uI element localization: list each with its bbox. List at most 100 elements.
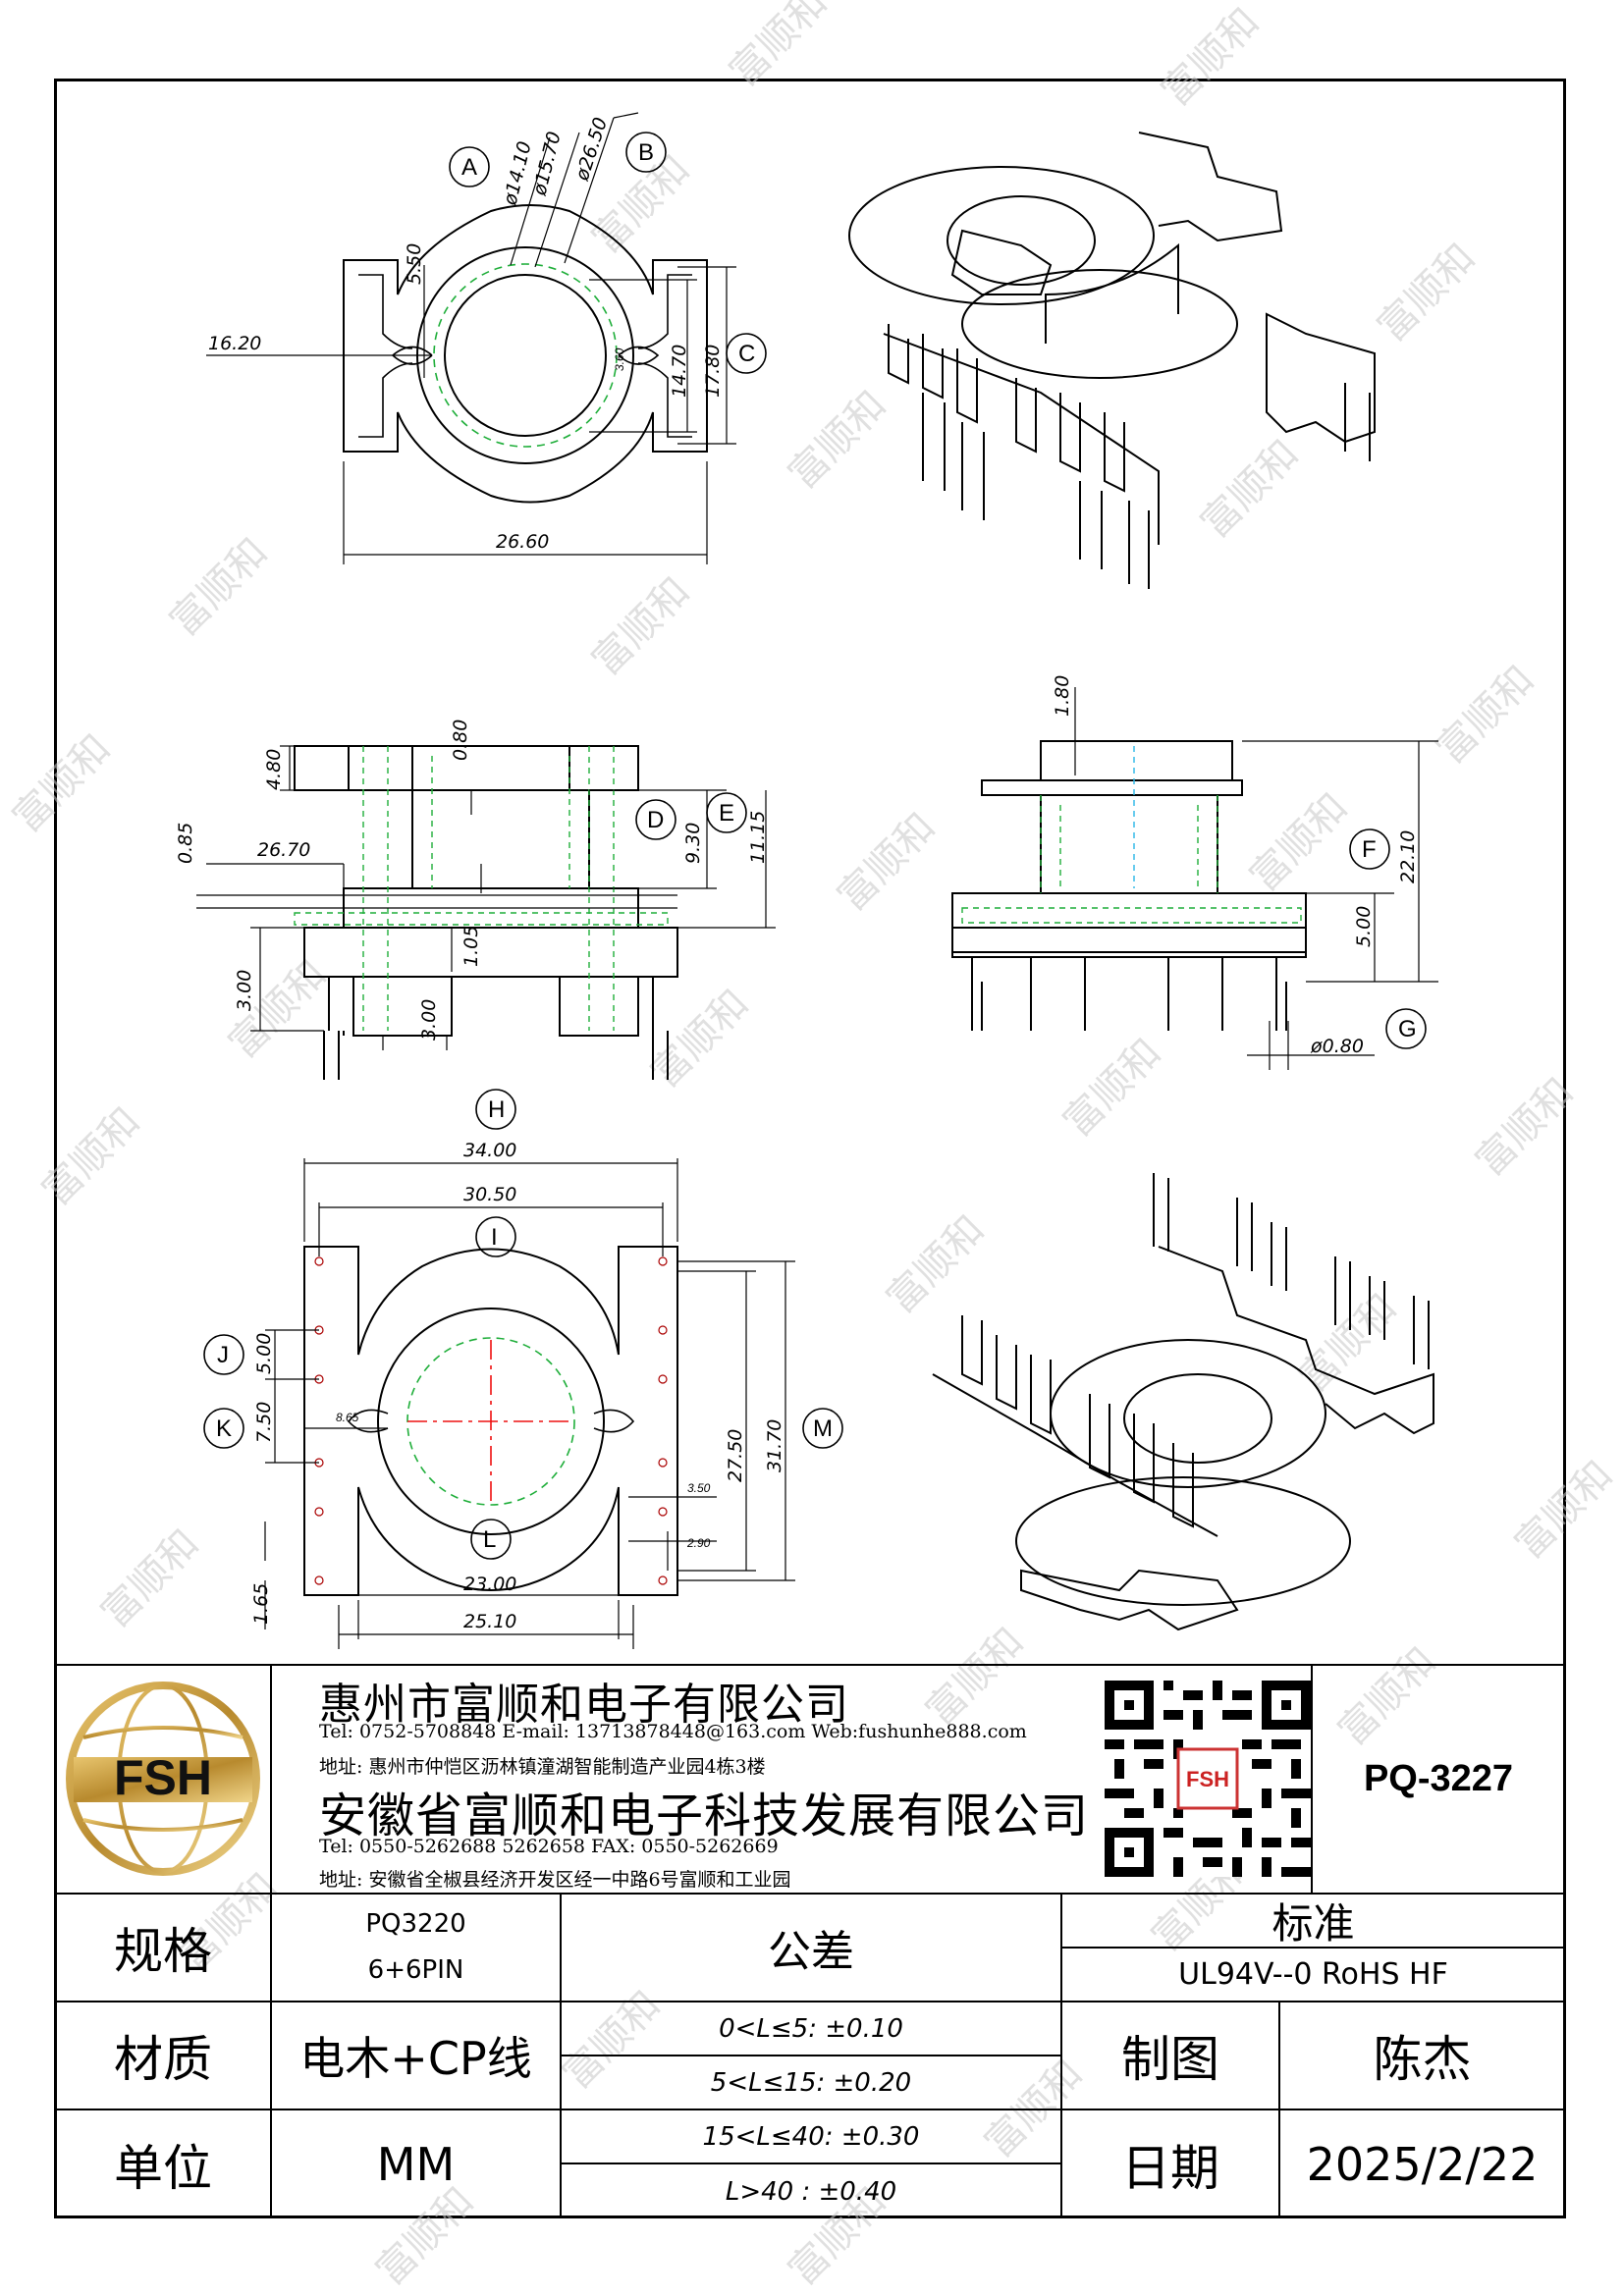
rule bbox=[54, 1893, 1566, 1895]
rule bbox=[560, 2055, 1060, 2056]
date-value: 2025/2/22 bbox=[1306, 2138, 1539, 2191]
rule bbox=[54, 2109, 1566, 2110]
dim-9-30: 9.30 bbox=[682, 823, 704, 864]
dim-23-00: 23.00 bbox=[463, 1574, 516, 1595]
watermark-text: 富顺和 bbox=[1370, 236, 1485, 350]
qr-center-label: FSH bbox=[1186, 1767, 1229, 1791]
dim-0-80: 0.80 bbox=[450, 720, 471, 761]
spec-value-2: 6+6PIN bbox=[367, 1955, 464, 1985]
unit-value: MM bbox=[376, 2138, 456, 2191]
watermark-text: 富顺和 bbox=[879, 1207, 994, 1322]
company1-address: 地址: 惠州市仲恺区沥林镇潼湖智能制造产业园4栋3楼 bbox=[319, 1756, 766, 1778]
front-view-text: D E 4.80 0.80 0.85 26.70 9.30 11.15 1.05… bbox=[175, 720, 769, 1041]
watermark-text: 富顺和 bbox=[1055, 1031, 1170, 1146]
dim-22-10: 22.10 bbox=[1397, 830, 1419, 883]
part-number: PQ-3227 bbox=[1363, 1758, 1514, 1799]
dim-34-00: 34.00 bbox=[463, 1140, 516, 1161]
label-g: G bbox=[1398, 1016, 1417, 1042]
rule bbox=[560, 1893, 562, 2218]
label-b: B bbox=[638, 139, 654, 166]
dim-8-65: 8.65 bbox=[336, 1411, 359, 1424]
tolerance-label: 公差 bbox=[768, 1927, 854, 1977]
material-label: 材质 bbox=[114, 2031, 212, 2088]
drawn-value: 陈杰 bbox=[1373, 2031, 1472, 2088]
dim-5-50: 5.50 bbox=[404, 243, 425, 285]
watermark-text: 富顺和 bbox=[1468, 1070, 1583, 1185]
rule bbox=[1311, 1664, 1313, 1893]
dim-11-15: 11.15 bbox=[747, 811, 769, 864]
unit-label: 单位 bbox=[114, 2140, 212, 2197]
label-l: L bbox=[483, 1526, 496, 1553]
dim-31-70: 31.70 bbox=[764, 1419, 785, 1472]
watermark-text: 富顺和 bbox=[584, 569, 699, 684]
rule bbox=[1278, 2001, 1280, 2218]
dim-5-00-pitch: 5.00 bbox=[253, 1333, 275, 1374]
watermark-text: 富顺和 bbox=[1507, 1453, 1622, 1568]
label-e: E bbox=[719, 800, 734, 827]
iso-view-top bbox=[848, 132, 1376, 589]
company2-address: 地址: 安徽省全椒县经济开发区经一中路6号富顺和工业园 bbox=[319, 1869, 791, 1891]
iso-view-bottom bbox=[932, 1173, 1434, 1631]
label-c: C bbox=[738, 341, 755, 367]
label-k: K bbox=[216, 1415, 232, 1442]
bottom-view bbox=[203, 1089, 843, 1649]
dim-27-50: 27.50 bbox=[725, 1429, 746, 1482]
dim-26-60: 26.60 bbox=[496, 531, 549, 553]
rule bbox=[270, 1664, 272, 2218]
logo-text: FSH bbox=[114, 1750, 212, 1805]
dim-3-60: 3.60 bbox=[613, 347, 626, 371]
watermark-text: 富顺和 bbox=[5, 726, 120, 841]
watermark-text: 富顺和 bbox=[918, 1620, 1033, 1735]
watermark-text: 富顺和 bbox=[1154, 0, 1269, 115]
dim-0-85: 0.85 bbox=[175, 823, 196, 864]
watermark-text: 富顺和 bbox=[830, 805, 945, 920]
dim-25-10: 25.10 bbox=[463, 1611, 516, 1632]
drawn-label: 制图 bbox=[1121, 2031, 1219, 2088]
spec-label: 规格 bbox=[114, 1923, 212, 1980]
bottom-view-text: H I J K L M 34.00 30.50 5.00 7.50 8.65 2… bbox=[216, 1096, 833, 1632]
rule bbox=[54, 1664, 1566, 1666]
label-i: I bbox=[491, 1224, 498, 1251]
dim-3-00-bottom: 3.00 bbox=[418, 999, 440, 1041]
watermark-text: 富顺和 bbox=[1193, 432, 1308, 547]
company1-contact: Tel: 0752-5708848 E-mail: 13713878448@16… bbox=[319, 1721, 1027, 1742]
rule bbox=[1060, 1947, 1566, 1949]
label-j: J bbox=[217, 1342, 229, 1368]
label-h: H bbox=[488, 1096, 505, 1123]
dim-dia-26-50: ø26.50 bbox=[571, 115, 613, 185]
material-value: 电木+CP线 bbox=[299, 2032, 532, 2085]
label-d: D bbox=[647, 807, 664, 833]
watermark-text: 富顺和 bbox=[162, 530, 277, 645]
watermark-text: 富顺和 bbox=[1429, 658, 1543, 773]
dim-1-80: 1.80 bbox=[1052, 675, 1073, 717]
label-m: M bbox=[813, 1415, 833, 1442]
dim-16-20: 16.20 bbox=[208, 333, 261, 354]
top-view bbox=[206, 112, 767, 564]
company1-name: 惠州市富顺和电子有限公司 bbox=[319, 1680, 849, 1730]
watermark-text: 富顺和 bbox=[722, 0, 837, 95]
tolerance-row-4: L>40 : ±0.40 bbox=[725, 2176, 897, 2207]
spec-value-1: PQ3220 bbox=[365, 1909, 466, 1939]
dim-30-50: 30.50 bbox=[463, 1184, 516, 1205]
dim-5-00: 5.00 bbox=[1353, 906, 1375, 947]
rule bbox=[560, 2163, 1060, 2164]
dim-dia-0-80: ø0.80 bbox=[1310, 1036, 1364, 1057]
dim-1-05: 1.05 bbox=[460, 926, 482, 967]
standard-label: 标准 bbox=[1271, 1899, 1355, 1948]
company2-contact: Tel: 0550-5262688 5262658 FAX: 0550-5262… bbox=[319, 1836, 779, 1857]
date-label: 日期 bbox=[1121, 2140, 1219, 2197]
tolerance-row-1: 0<L≤5: ±0.10 bbox=[719, 2013, 903, 2044]
watermark-text: 富顺和 bbox=[1242, 785, 1357, 900]
side-view-text: F G 1.80 22.10 5.00 ø0.80 bbox=[1052, 675, 1419, 1057]
dim-1-65: 1.65 bbox=[250, 1583, 272, 1625]
rule bbox=[54, 2001, 1566, 2002]
dim-2-90: 2.90 bbox=[686, 1536, 711, 1550]
standard-value: UL94V--0 RoHS HF bbox=[1178, 1957, 1448, 1992]
dim-3-50: 3.50 bbox=[687, 1481, 711, 1495]
tolerance-row-2: 5<L≤15: ±0.20 bbox=[710, 2067, 912, 2098]
watermark-text: 富顺和 bbox=[93, 1522, 208, 1636]
company-logo: FSH bbox=[59, 1669, 267, 1889]
watermark-text: 富顺和 bbox=[781, 383, 895, 498]
dim-dia-15-70: ø15.70 bbox=[528, 130, 566, 198]
